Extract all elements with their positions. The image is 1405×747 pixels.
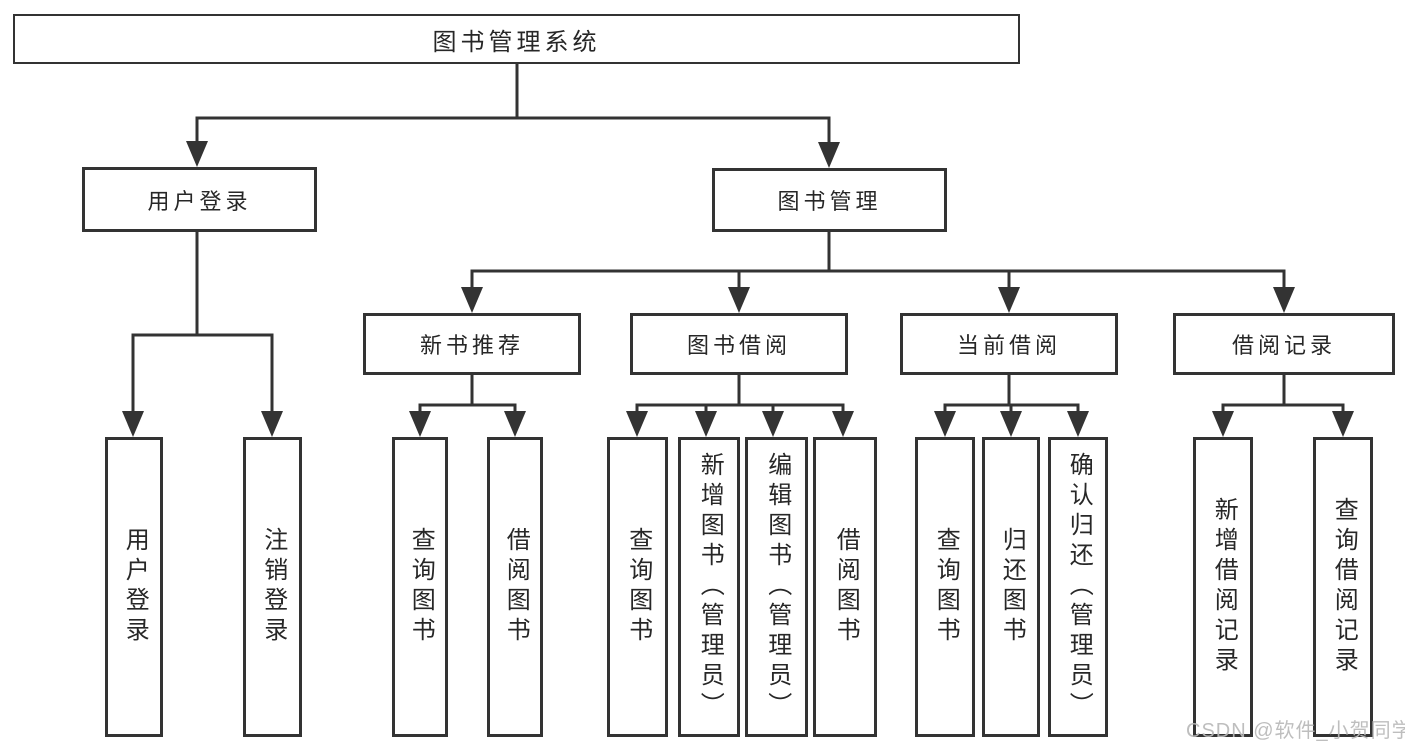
leaf-br-add-borrow-record: 新增借阅记录: [1193, 437, 1253, 737]
leaf-nbr-borrow-books: 借阅图书: [487, 437, 543, 737]
leaf-label: 查询借阅记录: [1330, 497, 1358, 677]
leaf-br-query-borrow-record: 查询借阅记录: [1313, 437, 1373, 737]
leaf-label: 查询图书: [932, 527, 960, 647]
leaf-cb-confirm-return-admin: 确认归还（管理员）: [1048, 437, 1108, 737]
leaf-label: 注销登录: [259, 527, 287, 647]
node-library-management-system: 图书管理系统: [13, 14, 1020, 64]
leaf-user-login: 用户登录: [105, 437, 163, 737]
leaf-label: 新增图书（管理员）: [696, 452, 724, 722]
node-current-borrowing: 当前借阅: [900, 313, 1118, 375]
leaf-label: 新增借阅记录: [1210, 497, 1238, 677]
node-label: 图书借阅: [686, 333, 791, 358]
node-label: 借阅记录: [1231, 333, 1336, 358]
node-book-borrowing: 图书借阅: [630, 313, 848, 375]
leaf-label: 编辑图书（管理员）: [763, 452, 791, 722]
leaf-label: 借阅图书: [832, 527, 860, 647]
leaf-nbr-query-books: 查询图书: [392, 437, 448, 737]
leaf-label: 借阅图书: [502, 527, 530, 647]
csdn-watermark: CSDN @软件_小贺同学: [1186, 720, 1405, 742]
leaf-label: 查询图书: [407, 527, 435, 647]
leaf-bb-add-books-admin: 新增图书（管理员）: [678, 437, 740, 737]
leaf-bb-edit-books-admin: 编辑图书（管理员）: [745, 437, 808, 737]
node-label: 用户登录: [147, 188, 252, 214]
leaf-logout-login: 注销登录: [243, 437, 302, 737]
node-book-management: 图书管理: [712, 168, 947, 232]
node-user-login: 用户登录: [82, 167, 317, 232]
leaf-label: 查询图书: [624, 527, 652, 647]
node-label: 新书推荐: [419, 333, 524, 358]
leaf-cb-query-books: 查询图书: [915, 437, 975, 737]
node-borrowing-records: 借阅记录: [1173, 313, 1395, 375]
leaf-cb-return-books: 归还图书: [982, 437, 1040, 737]
node-label: 图书管理系统: [432, 28, 601, 56]
arrowhead: [122, 141, 1354, 437]
leaf-label: 用户登录: [121, 527, 149, 647]
connector-path: [131, 62, 1345, 415]
node-label: 当前借阅: [956, 333, 1061, 358]
leaf-bb-query-books: 查询图书: [607, 437, 668, 737]
leaf-label: 归还图书: [998, 527, 1026, 647]
leaf-label: 确认归还（管理员）: [1065, 452, 1093, 722]
leaf-bb-borrow-books: 借阅图书: [813, 437, 877, 737]
node-new-book-recommend: 新书推荐: [363, 313, 581, 375]
node-label: 图书管理: [777, 189, 882, 214]
